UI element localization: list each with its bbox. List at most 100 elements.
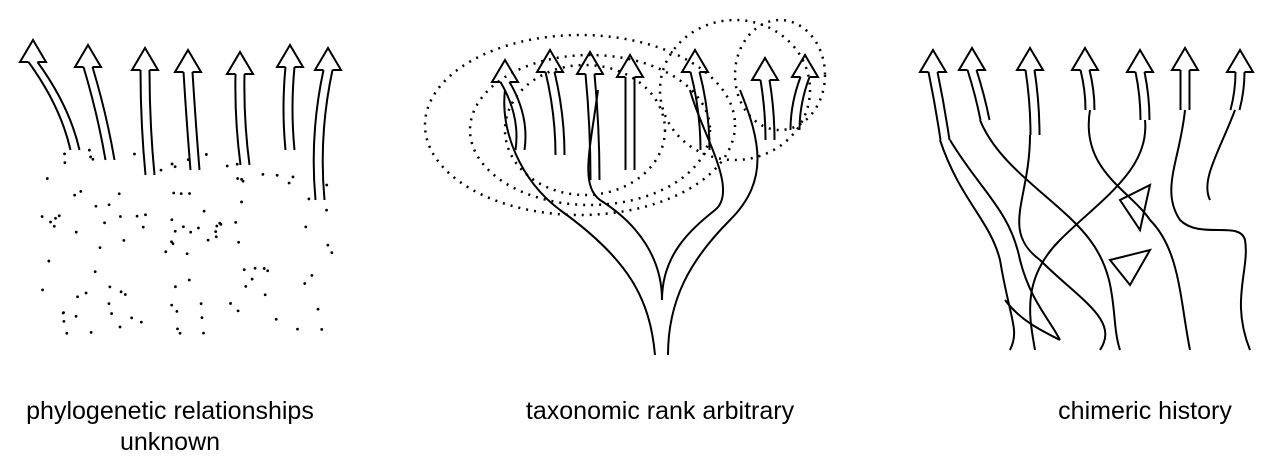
dot	[234, 221, 238, 224]
chimeric-lineage	[1206, 109, 1236, 201]
dot	[325, 208, 328, 212]
dot	[275, 173, 279, 177]
dot	[135, 214, 139, 218]
arrow-stalk-left	[544, 71, 557, 156]
dot	[240, 177, 243, 181]
dot	[225, 164, 229, 168]
dot	[175, 309, 179, 313]
dot	[171, 242, 175, 246]
dot	[130, 316, 134, 320]
dot	[263, 293, 267, 297]
dot	[89, 330, 93, 334]
dot	[242, 268, 246, 272]
dot	[291, 175, 295, 179]
dot	[117, 192, 121, 196]
dot	[185, 252, 189, 256]
dot	[170, 162, 174, 166]
panel-unknown-relationships	[18, 38, 343, 335]
arrow-stalk-right	[321, 69, 334, 201]
arrow-stalk-right	[148, 69, 156, 176]
dot	[244, 284, 248, 288]
dot	[41, 288, 44, 292]
dot	[57, 214, 61, 218]
dot	[172, 191, 176, 195]
dot	[74, 314, 78, 318]
dot	[296, 327, 299, 331]
label-phylogenetic-relationships-unknown: phylogenetic relationships unknown	[0, 396, 340, 458]
dotted-clade-outline	[423, 33, 737, 217]
dot	[316, 307, 320, 311]
dot	[170, 218, 174, 222]
arrow-head	[225, 50, 255, 75]
arrow-stalk-left	[27, 61, 72, 151]
arrow-head	[1070, 46, 1100, 71]
dot	[74, 230, 78, 234]
dot	[206, 238, 210, 242]
arrow-head	[680, 48, 710, 73]
dot	[110, 312, 113, 315]
branch-left-inner	[587, 89, 663, 301]
panel-taxonomic-rank	[423, 18, 827, 356]
chimeric-lineage	[1029, 119, 1147, 351]
arrow-stalk-right	[798, 76, 811, 131]
dot	[186, 158, 190, 162]
dot	[250, 277, 254, 281]
arrow-stalk-left	[966, 69, 982, 121]
dot	[103, 221, 106, 225]
dot	[189, 230, 193, 234]
trunk-right-edge	[667, 89, 759, 356]
dot	[303, 282, 307, 285]
dot	[202, 331, 205, 335]
label-line-2: unknown	[119, 428, 221, 456]
arrow-stalk-left	[1079, 69, 1087, 111]
dot	[89, 155, 93, 159]
dotted-clade-outline	[468, 53, 712, 207]
dot	[61, 311, 65, 315]
dot	[98, 246, 102, 250]
dot	[330, 251, 334, 255]
arrow-head	[313, 46, 343, 71]
arrow-head	[490, 58, 520, 83]
dot	[202, 209, 206, 213]
dot	[122, 238, 126, 242]
arrow-head	[1225, 48, 1255, 73]
dot	[118, 325, 122, 329]
dot	[240, 200, 243, 204]
arrow-head	[1170, 46, 1200, 71]
dot	[214, 235, 218, 239]
arrow-stalk-right	[1143, 71, 1151, 121]
arrow-stalk-right	[508, 81, 527, 151]
dot	[237, 240, 241, 244]
arrow-stalk-left	[1134, 71, 1142, 121]
arrow-head	[18, 38, 48, 63]
dot	[304, 225, 308, 229]
dot	[49, 220, 52, 224]
dot	[241, 179, 245, 183]
arrow-stalk-left	[282, 66, 287, 151]
arrow-stalk-left	[759, 79, 767, 141]
chimeric-lineage	[1118, 183, 1152, 233]
dot	[307, 197, 311, 201]
dot	[79, 190, 83, 193]
arrow-stalk-right	[593, 73, 601, 181]
arrow-head	[130, 46, 160, 71]
dot	[188, 192, 191, 195]
dot	[215, 224, 219, 228]
dot	[119, 290, 123, 294]
label-chimeric-history: chimeric history	[1058, 397, 1232, 425]
arrow-stalk-left	[689, 71, 702, 151]
arrow-stalk-right	[191, 71, 201, 171]
arrow-stalk-right	[975, 69, 991, 121]
dot	[118, 215, 122, 218]
dot	[107, 203, 111, 207]
arrow-head	[1125, 48, 1155, 73]
dot	[76, 295, 79, 299]
arrow-head	[535, 48, 565, 73]
arrow-stalk-right	[243, 73, 251, 166]
dot	[93, 270, 97, 274]
dot	[108, 285, 112, 289]
arrow-head	[1015, 46, 1045, 71]
trunk-left-edge	[503, 89, 656, 356]
label-taxonomic-rank-arbitrary: taxonomic rank arbitrary	[525, 397, 795, 425]
arrow-stalk-left	[234, 73, 242, 166]
